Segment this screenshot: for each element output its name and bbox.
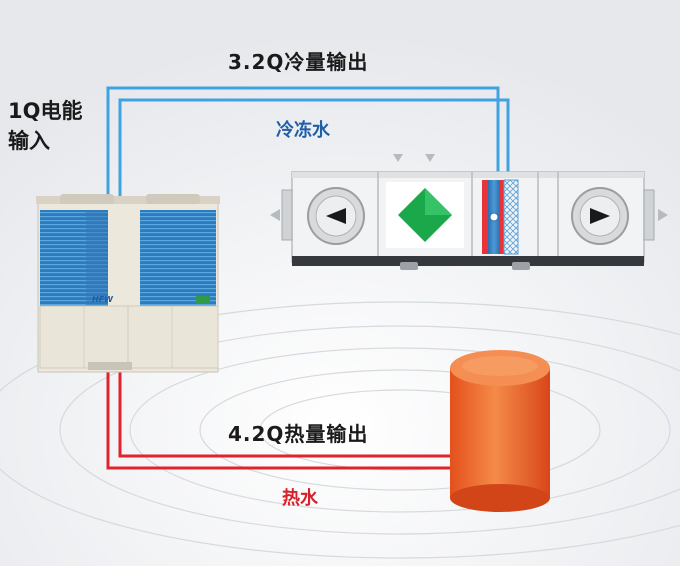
cold-output-label: 3.2Q冷量输出 xyxy=(228,50,369,74)
hot-water-pipes xyxy=(106,370,452,470)
unit-brand-logo: HFW xyxy=(92,295,114,304)
supply-fan-icon xyxy=(307,187,365,245)
power-input-label: 1Q电能 输入 xyxy=(8,96,88,156)
hot-water-tank xyxy=(450,350,550,512)
power-input-line2: 输入 xyxy=(8,129,50,153)
cold-water-pipes xyxy=(106,86,510,196)
filter-diamond-icon xyxy=(386,182,464,248)
heat-pump-unit xyxy=(36,194,220,373)
cold-water-label: 冷冻水 xyxy=(276,120,330,141)
airflow-arrows xyxy=(270,154,668,221)
cooling-coil-icon xyxy=(482,179,519,255)
power-input-line1: 1Q电能 xyxy=(8,99,83,123)
floor-rings xyxy=(0,301,680,559)
exhaust-fan-icon xyxy=(571,187,629,245)
heat-output-label: 4.2Q热量输出 xyxy=(228,422,369,446)
hot-water-label: 热水 xyxy=(282,488,318,509)
